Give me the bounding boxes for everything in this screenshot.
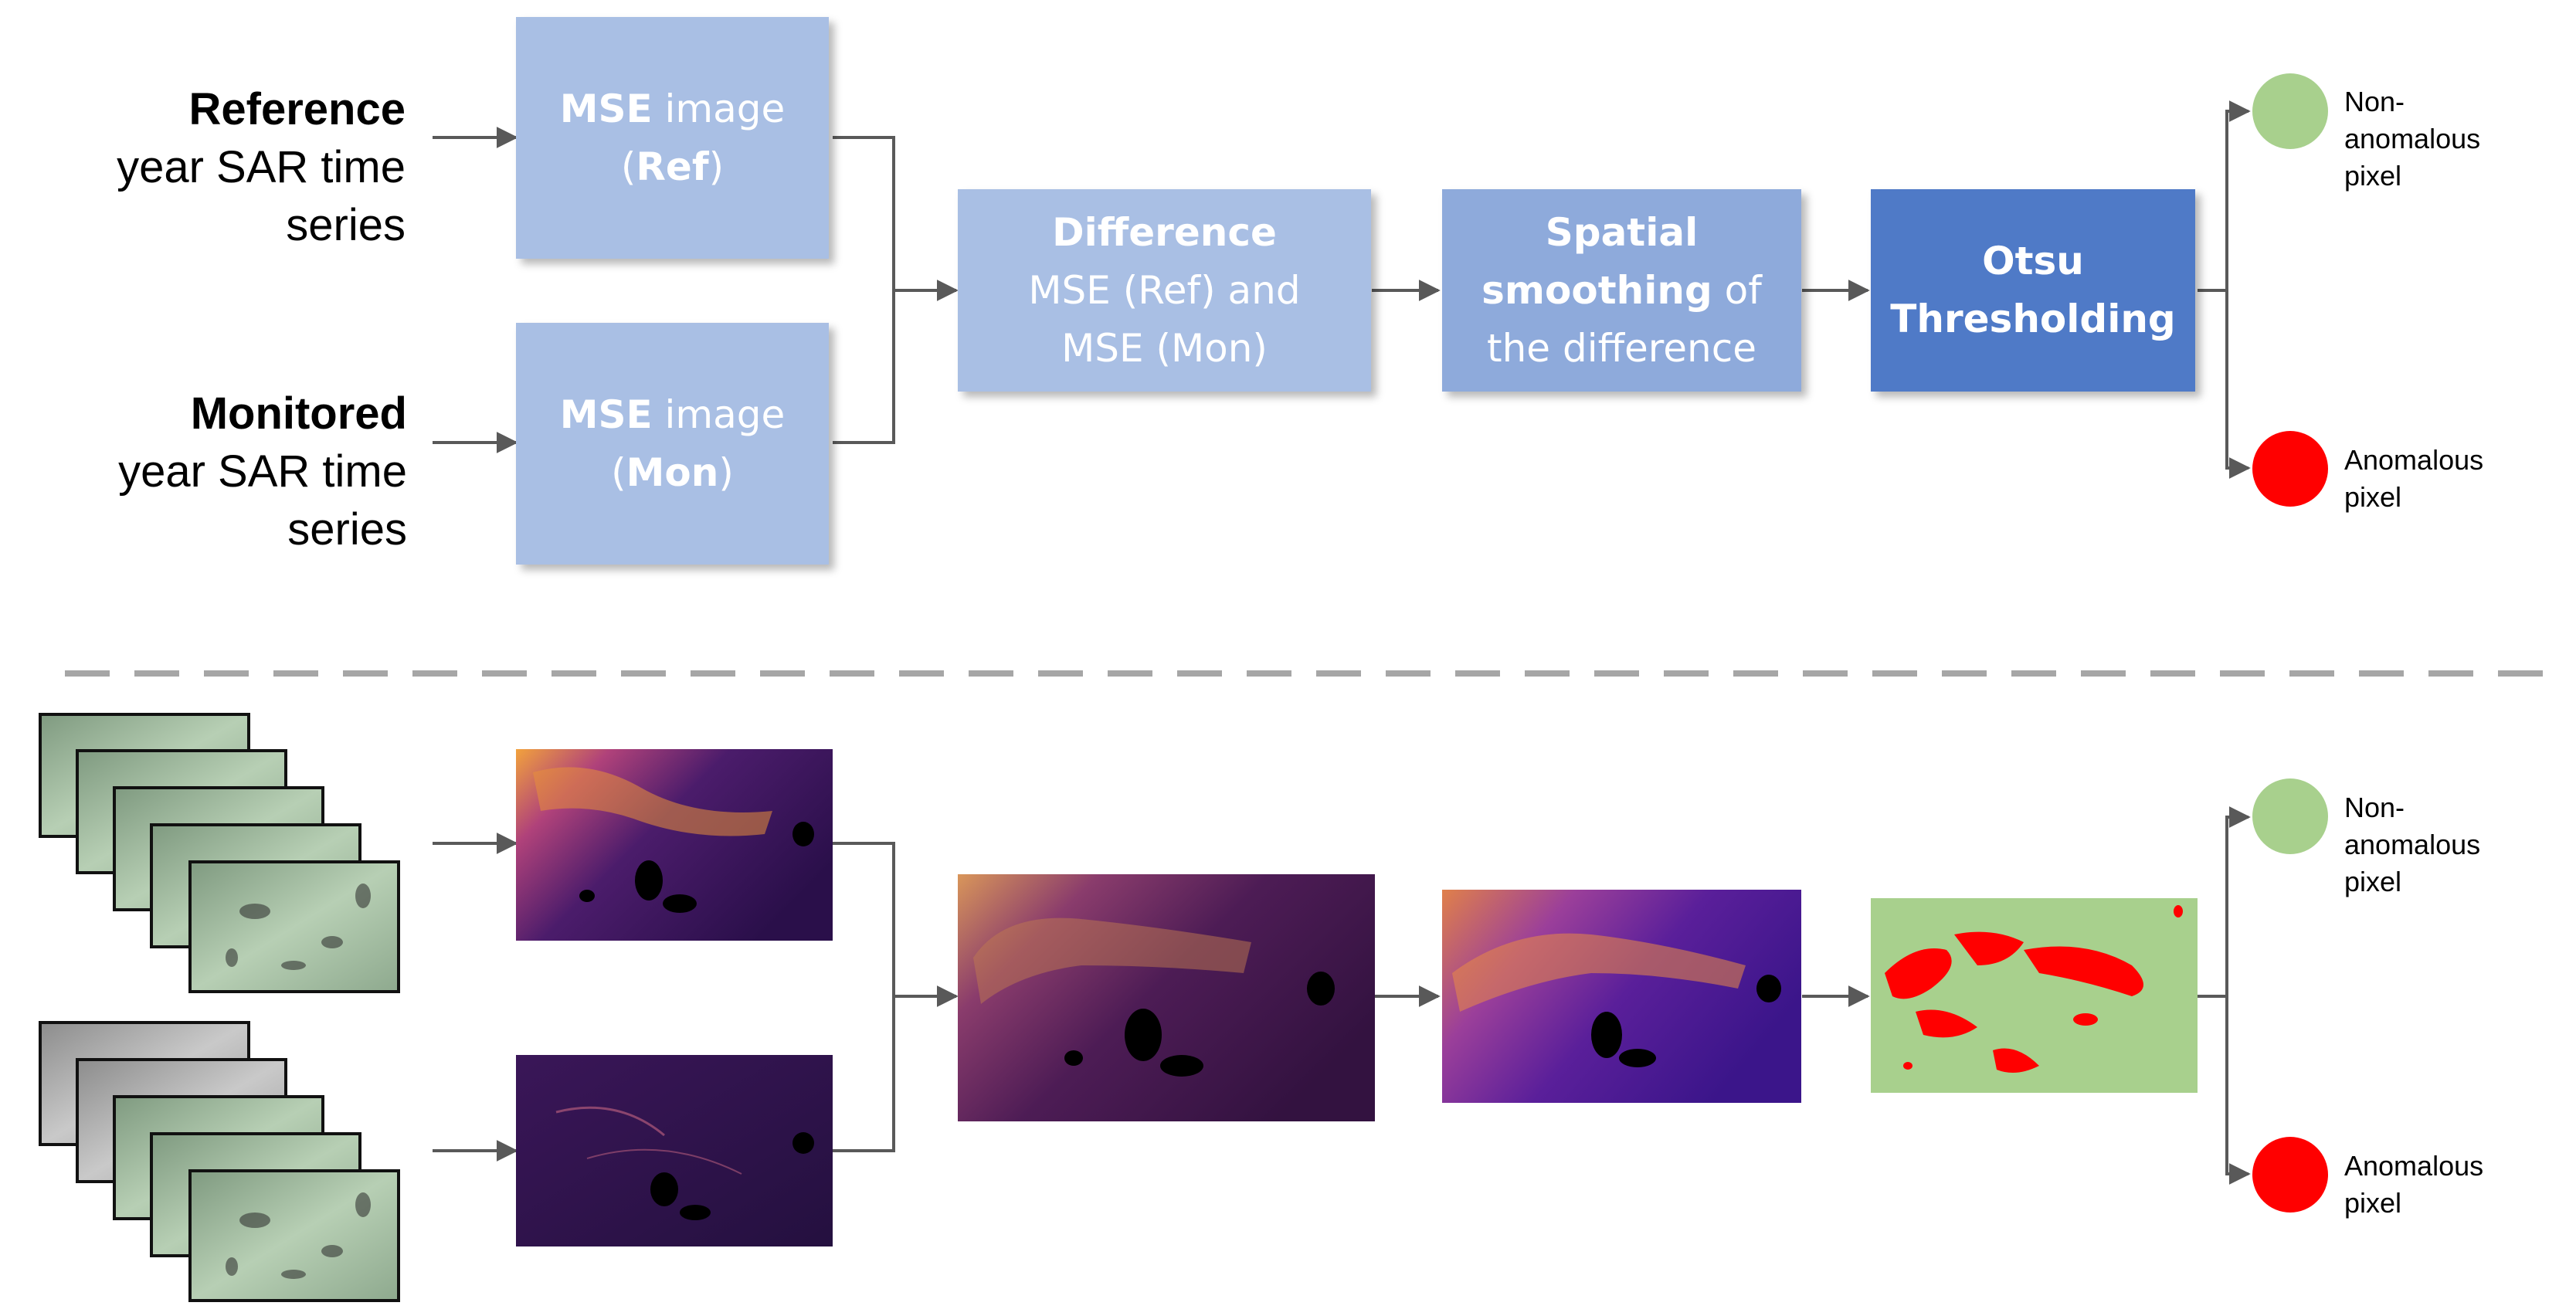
non-anomalous-dot bbox=[2252, 73, 2328, 149]
anomalous-label: Anomalous pixel bbox=[2344, 444, 2484, 513]
difference-line3: MSE (Mon) bbox=[1061, 325, 1268, 371]
smoothing-box: Spatial smoothing of the difference bbox=[1442, 189, 1801, 392]
mse-ref-box: MSE image (Ref) bbox=[516, 17, 829, 259]
smoothed-image bbox=[1442, 890, 1801, 1103]
otsu-box: Otsu Thresholding bbox=[1871, 189, 2195, 392]
anomalous-label-bottom: Anomalous pixel bbox=[2344, 1150, 2484, 1219]
mse-ref-bold: MSE bbox=[559, 86, 653, 131]
reference-sar-stack bbox=[39, 713, 400, 993]
monitored-sar-stack bbox=[39, 1021, 400, 1302]
smoothing-line3: the difference bbox=[1487, 325, 1756, 371]
anomalous-dot-bottom bbox=[2252, 1137, 2328, 1213]
reference-label-line3: series bbox=[286, 200, 406, 250]
reference-label-strong: Reference bbox=[188, 84, 406, 134]
arrow-to-non-anomalous bbox=[2225, 100, 2251, 290]
monitored-label-line3: series bbox=[287, 504, 407, 555]
arrow-to-non-anomalous-bottom bbox=[2225, 806, 2251, 996]
smoothing-title: Spatial bbox=[1545, 209, 1699, 255]
monitored-label-strong: Monitored bbox=[190, 388, 407, 439]
non-anomalous-label: Non- anomalous pixel bbox=[2344, 86, 2481, 192]
mse-mon-tag: Mon bbox=[626, 449, 719, 495]
mse-mon-bold: MSE bbox=[559, 392, 653, 437]
non-anomalous-dot-bottom bbox=[2252, 778, 2328, 854]
arrow-to-anomalous bbox=[2225, 290, 2251, 479]
difference-line2: MSE (Ref) and bbox=[1028, 267, 1301, 313]
monitored-label-line2: year SAR time bbox=[118, 446, 407, 497]
monitored-input-label: Monitored year SAR time series bbox=[31, 385, 407, 558]
mse-mon-image bbox=[516, 1055, 833, 1246]
monitored-sar-texture bbox=[226, 1192, 371, 1279]
mse-ref-text: image bbox=[652, 86, 786, 131]
non-anomalous-label-bottom: Non- anomalous pixel bbox=[2344, 792, 2481, 897]
arrow-to-anomalous-bottom bbox=[2225, 996, 2251, 1185]
smoothing-bold: smoothing bbox=[1481, 267, 1712, 313]
mse-mon-box: MSE image (Mon) bbox=[516, 323, 829, 565]
threshold-map-image bbox=[1871, 898, 2198, 1093]
mse-ref-image bbox=[516, 749, 833, 941]
reference-input-label: Reference year SAR time series bbox=[31, 80, 406, 254]
difference-image bbox=[958, 874, 1375, 1121]
mse-mon-text: image bbox=[652, 392, 786, 437]
difference-title: Difference bbox=[1052, 209, 1277, 255]
anomalous-dot bbox=[2252, 431, 2328, 507]
reference-label-line2: year SAR time bbox=[117, 142, 406, 192]
mse-ref-tag: Ref bbox=[636, 144, 709, 189]
reference-sar-texture bbox=[226, 884, 371, 970]
otsu-line2: Thresholding bbox=[1890, 297, 2176, 341]
otsu-line1: Otsu bbox=[1982, 239, 2084, 283]
difference-box: Difference MSE (Ref) and MSE (Mon) bbox=[958, 189, 1371, 392]
